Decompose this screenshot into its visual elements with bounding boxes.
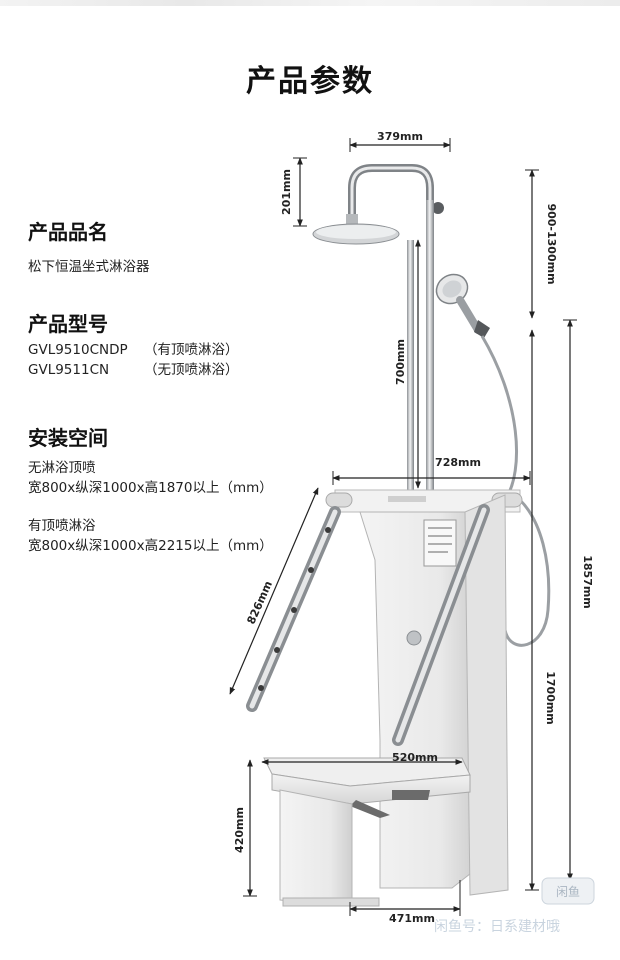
dim-label: 420mm xyxy=(233,807,246,853)
model-note: （无顶喷淋浴） xyxy=(144,362,239,378)
dim-label: 471mm xyxy=(389,912,435,925)
watermark-app: 闲鱼 xyxy=(556,885,580,899)
dim-label: 1700mm xyxy=(544,671,557,725)
seat-base xyxy=(279,789,353,907)
space-variant-spec: 宽800x纵深1000x高2215以上（mm） xyxy=(28,538,273,554)
product-model-heading: 产品型号 xyxy=(28,312,108,336)
dim-label: 201mm xyxy=(280,169,293,215)
right-arm xyxy=(392,504,490,746)
top-bar-cap-left xyxy=(325,492,353,508)
space-variant-label: 有顶喷淋浴 xyxy=(28,518,96,534)
left-arm xyxy=(246,506,341,712)
riser-pipe xyxy=(407,240,414,490)
watermark-badge: 闲鱼 xyxy=(541,877,595,905)
product-name-value: 松下恒温坐式淋浴器 xyxy=(28,259,150,275)
product-name-heading: 产品品名 xyxy=(28,220,108,244)
model-code: GVL9511CN xyxy=(28,362,110,378)
control-label-sticker xyxy=(423,519,457,567)
panel-knob xyxy=(406,630,422,646)
seat xyxy=(263,757,471,818)
dim-label: 728mm xyxy=(435,456,481,469)
dim-label: 826mm xyxy=(245,579,276,626)
model-row: GVL9511CN （无顶喷淋浴） xyxy=(28,358,239,378)
dim-label: 1857mm xyxy=(581,555,594,609)
shower-head xyxy=(312,214,400,245)
model-row: GVL9510CNDP （有顶喷淋浴） xyxy=(28,338,239,358)
dimension-lines xyxy=(229,138,577,916)
model-code: GVL9510CNDP xyxy=(28,342,128,358)
diverter-knob xyxy=(432,202,444,214)
top-strip xyxy=(0,0,620,6)
overhead-arm xyxy=(348,164,434,226)
dim-label: 520mm xyxy=(392,751,438,764)
watermark-text: 闲鱼号：日系建材哦 xyxy=(434,919,560,935)
side-cabinet xyxy=(464,494,509,896)
dim-label: 700mm xyxy=(394,339,407,385)
top-bar-display xyxy=(388,496,426,502)
dim-label: 379mm xyxy=(377,130,423,143)
space-variant-spec: 宽800x纵深1000x高1870以上（mm） xyxy=(28,480,273,496)
page-title: 产品参数 xyxy=(246,64,374,99)
install-space-heading: 安装空间 xyxy=(28,426,108,450)
base-foot xyxy=(282,897,380,907)
model-note: （有顶喷淋浴） xyxy=(144,342,239,358)
dim-label: 900-1300mm xyxy=(545,203,558,284)
slide-bar xyxy=(426,200,434,490)
space-variant-label: 无淋浴顶喷 xyxy=(28,460,96,476)
